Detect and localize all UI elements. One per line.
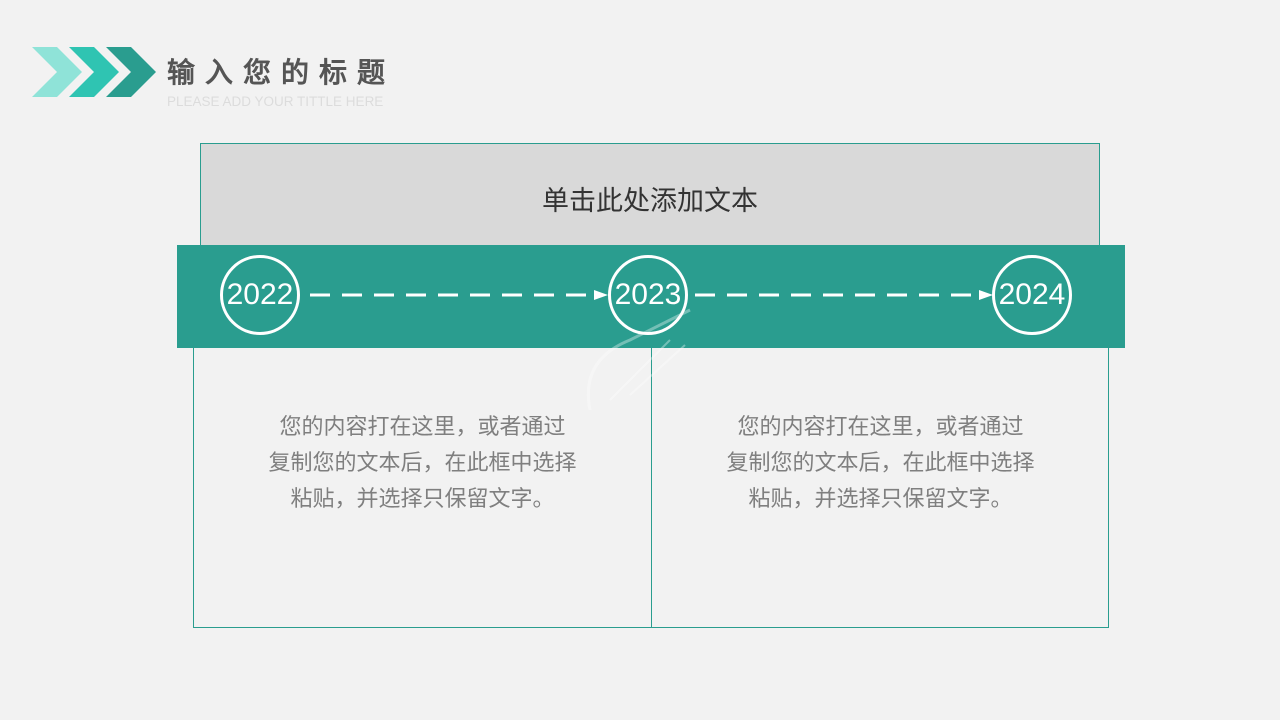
content-column-right[interactable]: 您的内容打在这里，或者通过 复制您的文本后，在此框中选择 粘贴，并选择只保留文字… xyxy=(652,410,1109,518)
content-line: 复制您的文本后，在此框中选择 xyxy=(726,451,1035,476)
content-line: 粘贴，并选择只保留文字。 xyxy=(290,487,555,512)
content-line: 您的内容打在这里，或者通过 xyxy=(737,415,1024,440)
page-subtitle: PLEASE ADD YOUR TITTLE HERE xyxy=(167,94,384,109)
timeline-node-2022[interactable]: 2022 xyxy=(220,255,300,335)
timeline-band: 2022 2023 2024 xyxy=(177,245,1125,348)
top-text-box[interactable]: 单击此处添加文本 xyxy=(200,143,1100,245)
content-line: 粘贴，并选择只保留文字。 xyxy=(748,487,1013,512)
watermark-icon xyxy=(586,308,691,411)
content-column-left[interactable]: 您的内容打在这里，或者通过 复制您的文本后，在此框中选择 粘贴，并选择只保留文字… xyxy=(194,410,651,518)
timeline-node-2023[interactable]: 2023 xyxy=(608,255,688,335)
timeline-node-2024[interactable]: 2024 xyxy=(992,255,1072,335)
dashed-arrow-icon xyxy=(695,290,993,300)
content-line: 您的内容打在这里，或者通过 xyxy=(279,415,566,440)
chevron-arrows-icon xyxy=(32,47,156,97)
page-title: 输入您的标题 xyxy=(167,56,396,89)
content-line: 复制您的文本后，在此框中选择 xyxy=(268,451,577,476)
dashed-arrow-icon xyxy=(310,290,608,300)
top-box-text[interactable]: 单击此处添加文本 xyxy=(542,186,758,217)
content-box: 您的内容打在这里，或者通过 复制您的文本后，在此框中选择 粘贴，并选择只保留文字… xyxy=(193,348,1109,628)
column-divider xyxy=(651,348,652,627)
